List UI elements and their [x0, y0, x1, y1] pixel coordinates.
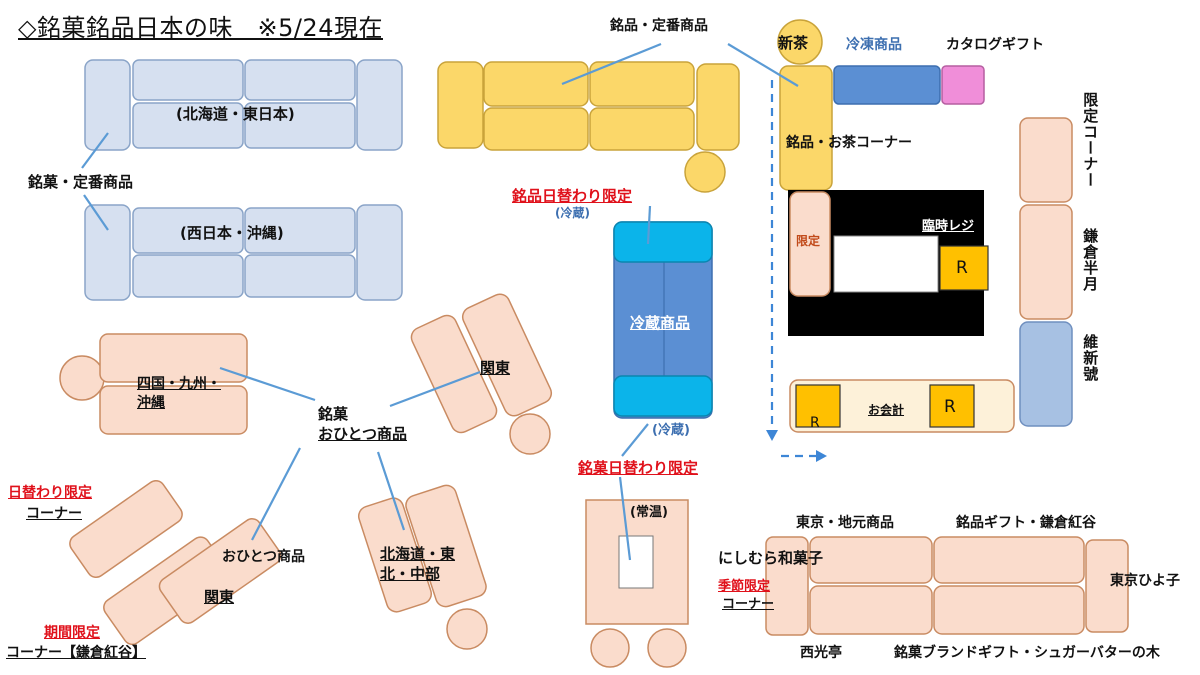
shikoku-label-2: 沖縄 — [137, 395, 165, 411]
aisle-arrowhead-down — [766, 430, 778, 441]
kikan-label-2: コーナー【鎌倉紅谷】 — [6, 645, 146, 661]
shincha-stand — [777, 19, 823, 65]
kisetsu-label-1: 季節限定 — [718, 579, 771, 594]
kanto-top-label: 関東 — [480, 359, 511, 377]
reizou-bottom-label: (冷蔵) — [652, 423, 690, 438]
meika-brand-label: 銘菓ブランドギフト・シュガーバターの木 — [894, 645, 1160, 661]
tokyo-jimoto-label: 東京・地元商品 — [796, 515, 894, 531]
ishin-go-label: 維新號 — [1081, 334, 1100, 382]
jouon-case — [618, 535, 654, 589]
tokyo-hiyoko-label: 東京ひよ子 — [1110, 573, 1180, 589]
okaikei-label: お会計 — [868, 403, 905, 417]
nishimura-label: にしむら和菓子 — [718, 549, 824, 567]
reitou-shelf — [833, 65, 941, 105]
meika-teiban-label: 銘菓・定番商品 — [28, 173, 134, 191]
okaikei-register-right — [929, 384, 975, 428]
okaikei-r-left: R — [810, 415, 820, 431]
reizou-shohin-label: 冷蔵商品 — [630, 314, 691, 332]
stool-right — [647, 628, 687, 668]
reji-counter — [833, 235, 939, 293]
kamakura-hangetsu-label: 鎌倉半月 — [1081, 228, 1100, 292]
reitou-label: 冷凍商品 — [846, 37, 902, 53]
stool-left — [590, 628, 630, 668]
meika-center-label-2: おひとつ商品 — [318, 425, 407, 443]
meika-center-label-1: 銘菓 — [318, 405, 349, 423]
shikoku-label-1: 四国・九州・ — [137, 376, 221, 392]
kanto-bottom-label: 関東 — [204, 588, 235, 606]
leader-lines — [81, 42, 799, 561]
page-title: ◇銘菓銘品日本の味 ※5/24現在 — [18, 14, 383, 42]
meihin-gift-label: 銘品ギフト・鎌倉紅谷 — [956, 515, 1096, 531]
shincha-label: 新茶 — [778, 34, 809, 52]
gentei-side-shelf — [789, 191, 831, 297]
higawari-corner-label-1: 日替わり限定 — [8, 485, 92, 501]
gentei-corner-label: 限定コーナー — [1081, 92, 1100, 188]
reizou-top-label: (冷蔵) — [555, 206, 590, 220]
rinji-reji-label: 臨時レジ — [922, 219, 975, 234]
higawari-corner-label-2: コーナー — [26, 506, 82, 522]
seikotei-label: 西光亭 — [800, 645, 842, 661]
rinji-reji-r: R — [956, 258, 968, 278]
reizou-top-case — [613, 221, 713, 263]
gentei-side-label: 限定 — [796, 234, 821, 248]
meika-teiban-shelves — [84, 59, 403, 301]
hokkaido-higashi-label: (北海道・東日本) — [176, 105, 295, 123]
kisetsu-label-2: コーナー — [722, 597, 775, 612]
catalog-gift-shelf — [941, 65, 985, 105]
jouon-label: (常温) — [630, 505, 668, 520]
kikan-label-1: 期間限定 — [44, 625, 100, 641]
catalog-label: カタログギフト — [946, 37, 1044, 53]
ishin-go-shelf — [1019, 321, 1073, 427]
okaikei-register-left — [795, 384, 841, 428]
hokkaido-chubu-label-1: 北海道・東 — [380, 545, 456, 563]
meika-higawari-label: 銘菓日替わり限定 — [578, 459, 699, 477]
aisle-arrowhead-right — [816, 450, 827, 462]
meihin-teiban-label: 銘品・定番商品 — [610, 18, 708, 34]
meihin-teiban-shelves — [437, 61, 740, 193]
hokkaido-chubu-label-2: 北・中部 — [380, 565, 441, 583]
nishi-okinawa-label: (西日本・沖縄) — [180, 224, 284, 242]
rinji-reji-register — [939, 245, 989, 291]
ohitotsu-label: おひとつ商品 — [222, 549, 306, 565]
meika-ohitotsu-shelves — [59, 293, 1129, 650]
meihin-ocha-shelf — [779, 65, 833, 191]
okaikei-r-right: R — [944, 397, 956, 417]
meihin-ocha-label: 銘品・お茶コーナー — [786, 135, 912, 151]
meihin-higawari-label: 銘品日替わり限定 — [512, 187, 633, 205]
gentei-corner-shelf-1 — [1019, 117, 1073, 203]
reizou-bottom-case — [613, 375, 713, 417]
gentei-corner-shelf-2 — [1019, 204, 1073, 320]
